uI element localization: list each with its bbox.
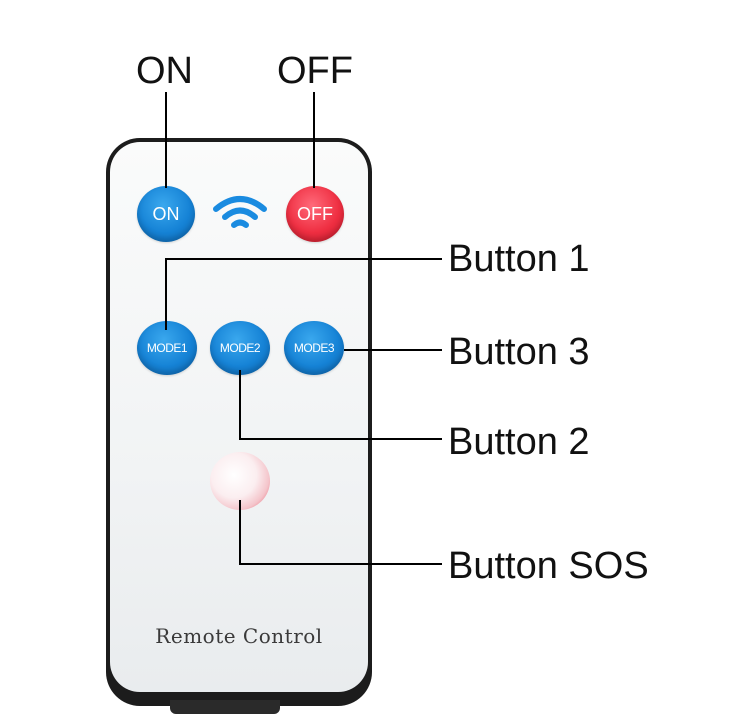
mode2-button-label: MODE2 [219, 341, 261, 355]
callout-button-sos: Button SOS [448, 545, 649, 587]
callout-on: ON [136, 50, 193, 92]
callout-button1: Button 1 [448, 238, 590, 280]
mode1-button[interactable]: MODE1 [137, 321, 197, 375]
callout-button2: Button 2 [448, 421, 590, 463]
wifi-icon [213, 196, 267, 228]
sos-button[interactable] [210, 452, 270, 510]
mode3-button[interactable]: MODE3 [284, 321, 344, 375]
mode2-button[interactable]: MODE2 [210, 321, 270, 375]
callout-button3: Button 3 [448, 331, 590, 373]
callout-off: OFF [277, 50, 353, 92]
off-button[interactable]: OFF [286, 186, 344, 242]
off-button-label: OFF [297, 203, 333, 224]
remote-label: Remote Control [155, 624, 323, 648]
on-button[interactable]: ON [137, 186, 195, 242]
mode3-button-label: MODE3 [293, 341, 335, 355]
mode1-button-label: MODE1 [146, 341, 188, 355]
on-button-label: ON [152, 203, 180, 224]
remote-battery-tab [170, 700, 280, 714]
